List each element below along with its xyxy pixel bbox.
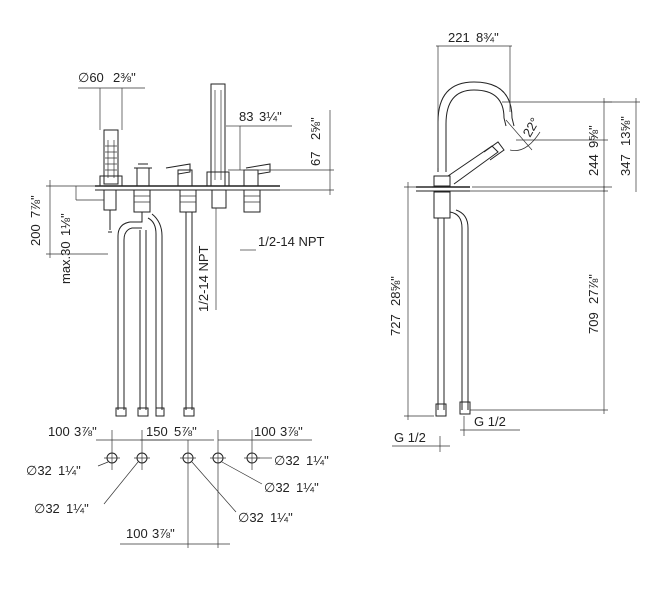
spout-front bbox=[206, 83, 230, 187]
dim-221: 221 8¾" bbox=[436, 30, 512, 168]
spacing-100-bottom-inch: 3⅞" bbox=[152, 526, 175, 541]
thread-labels: G 1/2 G 1/2 bbox=[392, 414, 520, 452]
spacing-100-right-inch: 3⅞" bbox=[280, 424, 303, 439]
hole-top-left-label: ∅32 bbox=[26, 463, 52, 478]
dim-diameter-60-label: ∅60 bbox=[78, 70, 104, 85]
npt-labels: 1/2-14 NPT 1/2-14 NPT bbox=[196, 208, 325, 312]
spacing-100-bottom-label: 100 bbox=[126, 526, 148, 541]
hole-mid-right-inch: 1¼" bbox=[296, 480, 319, 495]
dim-200-inch: 7⅞" bbox=[28, 195, 43, 218]
spacing-150-inch: 5⅞" bbox=[174, 424, 197, 439]
thread-left-label: G 1/2 bbox=[394, 430, 426, 445]
spacing-100-left-inch: 3⅞" bbox=[74, 424, 97, 439]
dim-244-347: 244 9⅝" 347 13⅝" bbox=[472, 98, 640, 192]
dim-angle-label: 22° bbox=[520, 115, 543, 140]
dim-221-label: 221 bbox=[448, 30, 470, 45]
dim-angle: 22° bbox=[505, 115, 543, 151]
dim-709-label: 709 bbox=[586, 312, 601, 334]
npt-vertical-label: 1/2-14 NPT bbox=[196, 245, 211, 312]
dim-709-inch: 27⅞" bbox=[586, 274, 601, 304]
spacing-100-right-label: 100 bbox=[254, 424, 276, 439]
dim-67-inch: 2⅝" bbox=[308, 117, 323, 140]
dim-max30: max.30 1⅛" bbox=[58, 186, 104, 284]
left-handle bbox=[134, 163, 152, 187]
dim-max30-label: max.30 bbox=[58, 241, 73, 284]
dim-727-label: 727 bbox=[388, 314, 403, 336]
dim-347-inch: 13⅝" bbox=[618, 116, 633, 146]
under-deck-valves bbox=[103, 189, 261, 213]
hole-center-label: ∅32 bbox=[238, 510, 264, 525]
dim-244-inch: 9⅝" bbox=[586, 125, 601, 148]
dim-727-inch: 28⅝" bbox=[388, 276, 403, 306]
hole-top-right-inch: 1¼" bbox=[306, 453, 329, 468]
hole-top-left-inch: 1¼" bbox=[58, 463, 81, 478]
dim-347-label: 347 bbox=[618, 154, 633, 176]
hand-shower bbox=[99, 129, 123, 187]
dim-200: 200 7⅞" bbox=[28, 180, 108, 258]
dim-200-label: 200 bbox=[28, 224, 43, 246]
dim-83: 83 3¼" bbox=[226, 109, 292, 170]
dim-221-inch: 8¾" bbox=[476, 30, 499, 45]
hole-bottom-left-inch: 1¼" bbox=[66, 501, 89, 516]
hole-mid-right-label: ∅32 bbox=[264, 480, 290, 495]
dim-83-label: 83 bbox=[239, 109, 253, 124]
dim-244-label: 244 bbox=[586, 154, 601, 176]
spacing-100-left-label: 100 bbox=[48, 424, 70, 439]
spacing-150-label: 150 bbox=[146, 424, 168, 439]
dim-diameter-60-inch: 2⅜" bbox=[113, 70, 136, 85]
mounting-holes bbox=[104, 452, 260, 464]
dim-83-inch: 3¼" bbox=[259, 109, 282, 124]
plan-view: 100 3⅞" 150 5⅞" 100 3⅞" 100 3⅞" ∅32 1¼" … bbox=[26, 424, 329, 548]
right-handle bbox=[243, 163, 271, 187]
thread-right-label: G 1/2 bbox=[474, 414, 506, 429]
hole-bottom-left-label: ∅32 bbox=[34, 501, 60, 516]
dim-727: 727 28⅝" bbox=[388, 182, 434, 420]
dim-diameter-60: ∅60 2⅜" bbox=[78, 70, 145, 130]
middle-handle bbox=[165, 163, 193, 187]
hole-center-inch: 1¼" bbox=[270, 510, 293, 525]
dim-67-label: 67 bbox=[308, 152, 323, 166]
supply-hoses bbox=[108, 210, 195, 417]
dim-67: 67 2⅝" bbox=[226, 110, 334, 195]
dim-max30-inch: 1⅛" bbox=[58, 213, 73, 236]
hole-top-right-label: ∅32 bbox=[274, 453, 300, 468]
dim-709: 709 27⅞" bbox=[470, 186, 608, 414]
npt-horizontal-label: 1/2-14 NPT bbox=[258, 234, 325, 249]
side-view: 221 8¾" 22° 244 9⅝" 347 13⅝" 727 bbox=[388, 30, 640, 452]
front-view: ∅60 2⅜" 83 3¼" 67 2⅝" 200 7⅞" bbox=[28, 70, 334, 417]
